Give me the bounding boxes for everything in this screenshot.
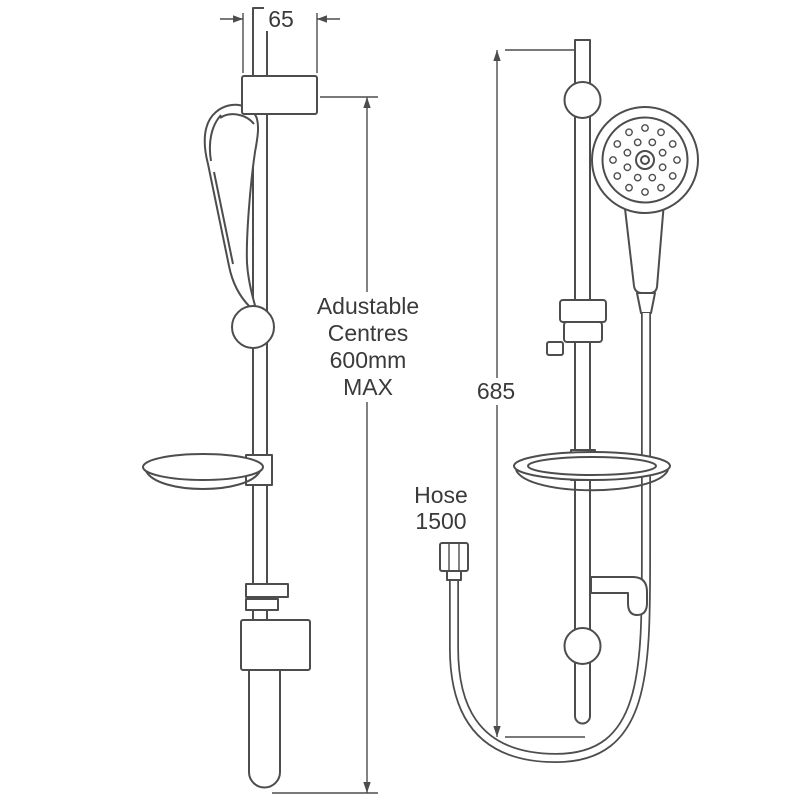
front-soap-dish-inner xyxy=(527,456,657,476)
dim-600-label-line1: Adustable xyxy=(317,293,419,319)
shower-head-inner xyxy=(601,116,689,204)
hose-label: Hose 1500 xyxy=(414,482,468,534)
side-top-bracket xyxy=(241,75,318,115)
dim-65-arrow-right xyxy=(317,15,327,23)
dim-685-arrow-bottom xyxy=(493,726,501,737)
dim-600-label-line2: Centres xyxy=(328,320,409,346)
dim-65: 65 xyxy=(220,6,340,73)
dim-600-arrow-top xyxy=(363,97,371,108)
dim-685-label: 685 xyxy=(477,378,515,404)
side-handset-inner-line xyxy=(213,171,234,265)
side-hose-clip-upper xyxy=(245,583,289,598)
hose-label-line1: Hose xyxy=(414,482,468,508)
side-handset-top-line xyxy=(219,113,255,125)
shower-head-outer xyxy=(591,106,699,214)
dim-600-label-line3: 600mm xyxy=(330,347,407,373)
front-bottom-roundel xyxy=(563,627,602,665)
dim-685: 685 xyxy=(472,49,585,738)
hose-label-line2: 1500 xyxy=(415,508,466,534)
side-hose-clip-lower xyxy=(245,598,279,611)
front-slider-lower xyxy=(563,321,603,343)
side-soap-dish-rim xyxy=(142,453,264,481)
dim-600-arrow-bottom xyxy=(363,782,371,793)
front-slider-knob xyxy=(546,341,564,356)
hose-inner xyxy=(450,313,650,762)
front-slider-upper xyxy=(559,299,607,323)
spray-nozzles xyxy=(609,124,681,196)
dim-600: Adustable Centres 600mm MAX xyxy=(272,96,426,794)
dim-65-arrow-left xyxy=(233,15,243,23)
side-hose-end xyxy=(248,647,281,789)
dim-65-text-bg xyxy=(264,6,297,31)
hose-nut xyxy=(439,542,469,572)
side-slider-knob xyxy=(231,305,275,349)
dim-600-text-bg xyxy=(310,292,426,402)
side-view xyxy=(142,7,318,789)
dim-685-text-bg xyxy=(472,378,520,405)
front-rail xyxy=(574,39,591,725)
front-hose-connector xyxy=(636,292,656,314)
front-soap-dish-bowl xyxy=(515,469,669,492)
side-handset-face-line xyxy=(208,114,222,162)
dim-65-label: 65 xyxy=(268,6,294,32)
shower-head xyxy=(591,106,699,214)
side-soap-dish-bowl xyxy=(145,470,261,490)
side-bottom-bracket xyxy=(240,619,311,671)
shower-head-hub-inner xyxy=(640,155,650,165)
front-view xyxy=(439,39,699,763)
shower-head-hub-outer xyxy=(635,150,655,170)
side-handset xyxy=(203,103,260,313)
dim-685-arrow-top xyxy=(493,50,501,61)
hose-hook xyxy=(590,576,648,616)
dim-600-label-line4: MAX xyxy=(343,374,393,400)
front-top-roundel xyxy=(563,81,602,119)
